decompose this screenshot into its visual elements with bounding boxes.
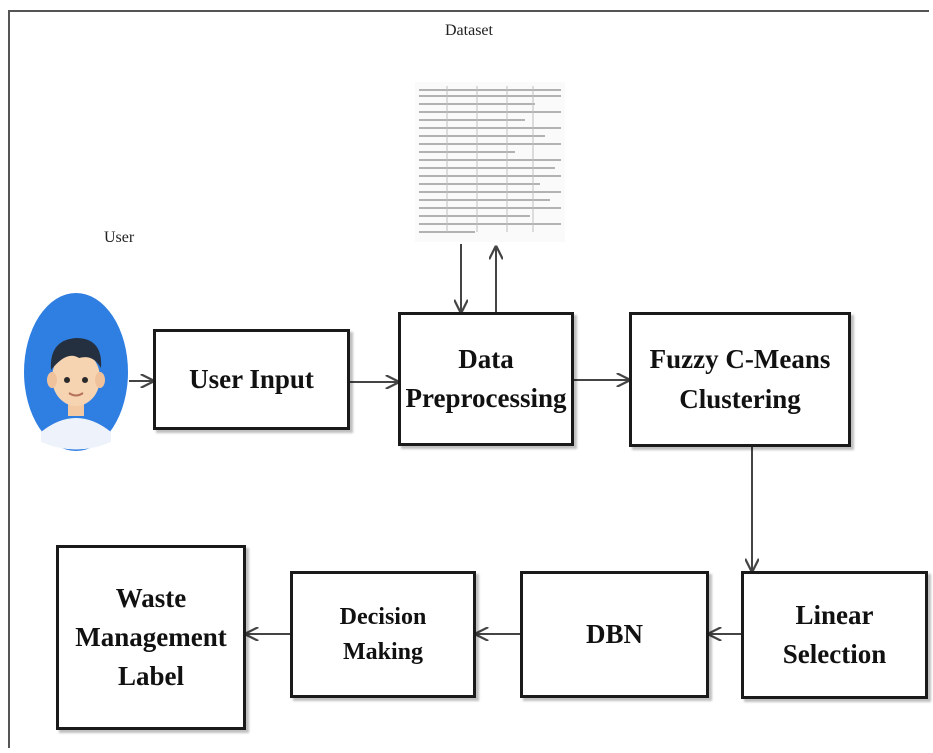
data-preprocessing-label-line2: Preprocessing xyxy=(405,383,567,413)
linear-selection-box: Linear Selection xyxy=(741,571,928,699)
data-preprocessing-label-line1: Data xyxy=(458,343,514,374)
dbn-label: DBN xyxy=(585,618,643,649)
waste-label-line2: Management xyxy=(75,621,227,652)
user-input-box: User Input xyxy=(153,329,350,430)
decision-making-label: Decision Making xyxy=(339,603,427,665)
diagram-frame xyxy=(8,10,929,748)
waste-label-line3: Label xyxy=(117,661,184,692)
fuzzy-cmeans-label-line1: Fuzzy C-Means xyxy=(649,344,831,375)
waste-management-label-box: Waste Management Label xyxy=(56,545,246,730)
dataset-caption: Dataset xyxy=(445,22,493,39)
waste-label-line1: Waste xyxy=(115,582,187,613)
user-input-label: User Input xyxy=(189,363,314,394)
dataset-table-icon xyxy=(415,82,565,242)
fuzzy-cmeans-box: Fuzzy C-Means Clustering xyxy=(629,312,851,447)
fuzzy-cmeans-label-line2: Clustering xyxy=(679,383,801,414)
dbn-box: DBN xyxy=(520,571,709,698)
user-caption: User xyxy=(104,229,135,246)
data-preprocessing-box: Data Preprocessing xyxy=(398,312,574,446)
decision-making-box: Decision Making xyxy=(290,571,476,698)
linear-selection-label-line1: Linear xyxy=(795,599,874,630)
user-avatar-icon xyxy=(24,293,128,451)
linear-selection-label-line2: Selection xyxy=(782,639,887,669)
